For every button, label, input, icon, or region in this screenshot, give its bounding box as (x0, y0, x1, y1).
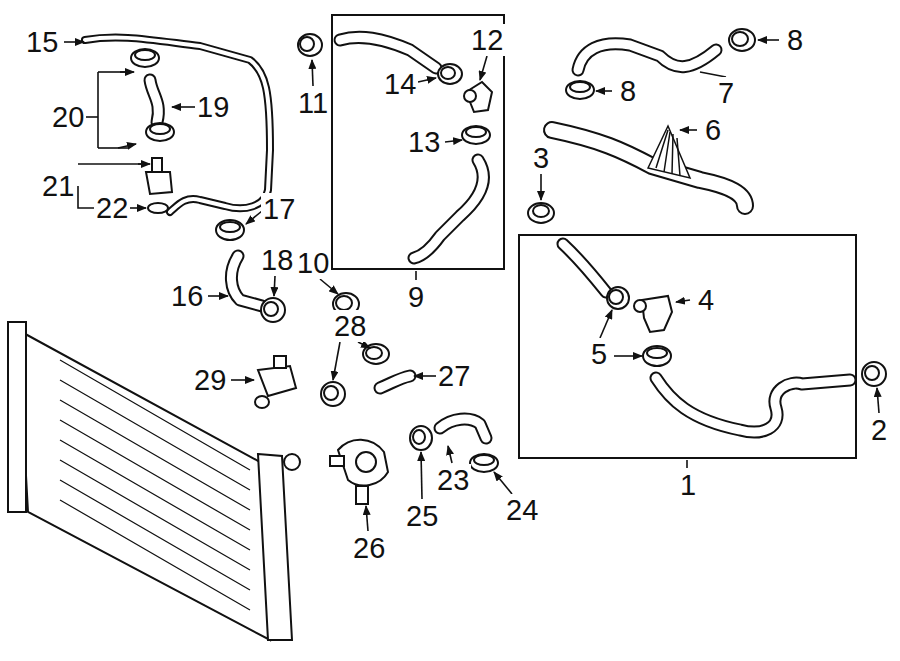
callout-number: 24 (504, 494, 540, 526)
callout-number: 13 (406, 126, 442, 158)
callout-number: 6 (703, 114, 723, 146)
callout-number: 15 (24, 26, 60, 58)
callout-number: 22 (94, 192, 130, 224)
callout-number: 11 (296, 87, 330, 119)
callout-number: 1 (678, 469, 698, 501)
callout-number: 25 (404, 500, 440, 532)
callout-number: 29 (192, 364, 228, 396)
callout-number: 23 (435, 464, 471, 496)
callout-number: 3 (531, 142, 551, 174)
callout-number: 26 (351, 532, 387, 564)
callout-number: 8 (785, 24, 805, 56)
callout-number: 21 (40, 170, 76, 202)
callout-number: 5 (589, 338, 609, 370)
callout-number: 28 (332, 310, 368, 342)
callout-number: 7 (716, 77, 736, 109)
callout-number: 12 (469, 24, 505, 56)
callout-number: 9 (406, 281, 426, 313)
callout-number: 19 (195, 91, 231, 123)
callout-number: 8 (618, 75, 638, 107)
callout-number: 17 (261, 193, 297, 225)
callout-number: 2 (869, 414, 889, 446)
callout-number: 4 (696, 284, 716, 316)
callout-number: 18 (259, 244, 295, 276)
callout-number: 14 (382, 68, 418, 100)
callout-number: 16 (169, 280, 205, 312)
callout-number: 27 (436, 360, 472, 392)
callout-number: 10 (295, 247, 331, 279)
group-box: 1 (518, 234, 857, 459)
callout-number: 20 (50, 101, 86, 133)
